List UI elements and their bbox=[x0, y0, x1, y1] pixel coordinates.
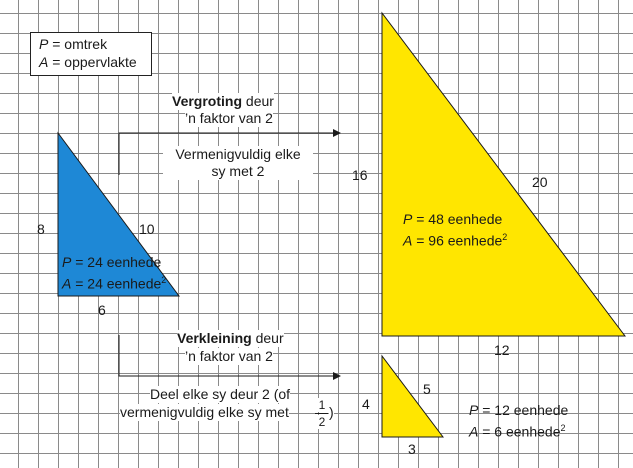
large-side-hypotenuse: 20 bbox=[532, 174, 548, 190]
reduce-title-rest: deur bbox=[251, 330, 284, 346]
fraction-denominator: 2 bbox=[315, 415, 329, 429]
original-side-base: 6 bbox=[98, 302, 106, 318]
large-perimeter: P = 48 eenhede bbox=[403, 211, 502, 228]
large-area-symbol: A bbox=[403, 232, 413, 249]
fraction-numerator: 1 bbox=[315, 398, 329, 412]
reduce-arrow bbox=[118, 335, 341, 380]
legend-p-symbol: P bbox=[39, 36, 49, 52]
original-perimeter-value: = 24 eenhede bbox=[75, 254, 162, 270]
fraction-bar bbox=[315, 413, 328, 414]
enlarge-instruction-1: Vermenigvuldig elke bbox=[163, 146, 313, 163]
enlarge-factor: ’n faktor van 2 bbox=[185, 110, 273, 127]
original-triangle bbox=[57, 131, 180, 297]
enlarge-instruction-2: sy met 2 bbox=[163, 163, 313, 180]
small-side-vertical: 4 bbox=[362, 396, 370, 412]
original-area-value: = 24 eenhede bbox=[75, 275, 162, 292]
enlarge-arrow bbox=[118, 129, 341, 175]
small-area-superscript: 2 bbox=[560, 423, 566, 433]
legend-p-text: = omtrek bbox=[52, 36, 108, 52]
large-perimeter-value: = 48 eenhede bbox=[416, 211, 503, 227]
reduce-instruction-1: Deel elke sy deur 2 (of bbox=[150, 386, 291, 403]
small-side-base: 3 bbox=[408, 441, 416, 457]
small-perimeter-value: = 12 eenhede bbox=[482, 402, 569, 418]
reduce-instruction-2: vermenigvuldig elke sy met bbox=[120, 404, 289, 421]
legend-box: P = omtrek A = oppervlakte bbox=[30, 32, 152, 76]
reduced-triangle bbox=[381, 354, 445, 438]
legend-a-text: = oppervlakte bbox=[52, 54, 137, 70]
small-area-value: = 6 eenhede bbox=[482, 423, 561, 440]
large-side-base: 12 bbox=[494, 342, 510, 358]
legend-perimeter: P = omtrek bbox=[39, 36, 107, 52]
small-perimeter: P = 12 eenhede bbox=[469, 402, 568, 419]
small-area: A = 6 eenhede2 bbox=[469, 420, 566, 441]
large-side-vertical: 16 bbox=[352, 167, 368, 183]
original-area-superscript: 2 bbox=[161, 275, 167, 285]
large-perimeter-symbol: P bbox=[403, 211, 413, 227]
reduce-title-bold: Verkleining bbox=[177, 330, 252, 346]
reduce-close-paren: ) bbox=[329, 404, 334, 421]
original-side-vertical: 8 bbox=[37, 221, 45, 237]
original-side-hypotenuse: 10 bbox=[139, 221, 155, 237]
large-area: A = 96 eenhede2 bbox=[403, 229, 507, 250]
original-area: A = 24 eenhede2 bbox=[62, 272, 166, 293]
large-area-value: = 96 eenhede bbox=[416, 232, 503, 249]
small-perimeter-symbol: P bbox=[469, 402, 479, 418]
enlarge-title-bold: Vergroting bbox=[172, 93, 243, 109]
small-area-symbol: A bbox=[469, 423, 479, 440]
small-side-hypotenuse: 5 bbox=[423, 381, 431, 397]
original-area-symbol: A bbox=[62, 275, 72, 292]
legend-area: A = oppervlakte bbox=[39, 54, 137, 70]
enlarge-title-rest: deur bbox=[242, 93, 274, 109]
large-area-superscript: 2 bbox=[502, 232, 508, 242]
original-perimeter-symbol: P bbox=[62, 254, 72, 270]
enlarged-triangle bbox=[381, 11, 627, 337]
enlarge-title: Vergroting deur bbox=[172, 93, 274, 110]
legend-a-symbol: A bbox=[39, 54, 49, 70]
reduce-title: Verkleining deur bbox=[177, 330, 284, 347]
reduce-factor: ’n faktor van 2 bbox=[185, 348, 273, 365]
original-perimeter: P = 24 eenhede bbox=[62, 254, 161, 271]
